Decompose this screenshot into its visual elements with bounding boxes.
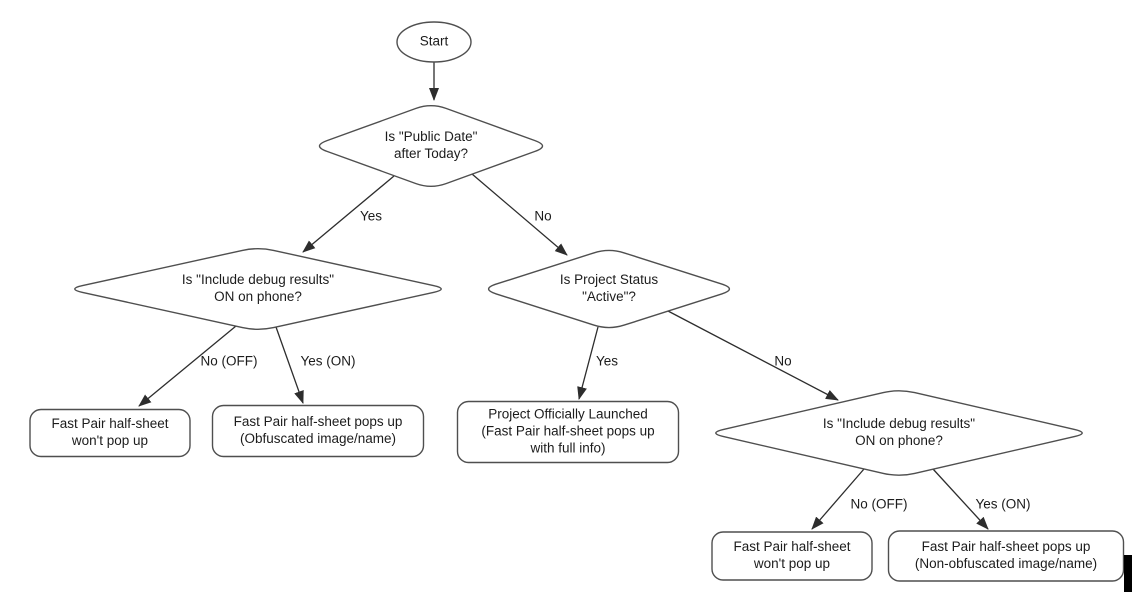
outcome-officially-launched-line-2: with full info): [529, 441, 605, 456]
outcome-non-obfuscated-popup-line-1: (Non-obfuscated image/name): [915, 556, 1097, 571]
outcome-non-obfuscated-popup: Fast Pair half-sheet pops up (Non-obfusca…: [887, 530, 1125, 582]
outcome-non-obfuscated-popup-shape: [887, 530, 1125, 582]
outcome-obfuscated-popup-shape: [211, 404, 425, 458]
outcome-officially-launched-label: Project Officially Launched (Fast Pair ha…: [481, 407, 654, 456]
decision-debug-results-right-line-0: Is "Include debug results": [823, 416, 975, 431]
start-node: Start: [396, 21, 472, 63]
edge-debug-right-no-off-line: [811, 468, 865, 530]
decision-debug-results-left-line-1: ON on phone?: [214, 289, 302, 304]
edge-debug-right-no-off-label: No (OFF): [851, 497, 908, 512]
outcome-officially-launched: Project Officially Launched (Fast Pair ha…: [456, 400, 680, 464]
decision-debug-results-left-label: Is "Include debug results" ON on phone?: [182, 272, 334, 304]
outcome-no-popup-left-label: Fast Pair half-sheet won't pop up: [51, 416, 168, 448]
decision-project-status-label: Is Project Status "Active"?: [560, 272, 659, 304]
edge-debug-right-yes-on-label: Yes (ON): [975, 497, 1030, 512]
edge-project-status-no: No: [667, 310, 839, 401]
decision-debug-results-right-label: Is "Include debug results" ON on phone?: [823, 416, 975, 448]
decision-public-date-label: Is "Public Date" after Today?: [385, 129, 478, 161]
edge-debug-right-no-off: No (OFF): [811, 468, 908, 530]
decision-public-date-line-0: Is "Public Date": [385, 129, 478, 144]
edge-public-date-yes-line: [302, 175, 395, 253]
edge-public-date-no-label: No: [534, 209, 551, 224]
edge-public-date-yes-label: Yes: [360, 209, 382, 224]
edge-public-date-no: No: [471, 173, 568, 256]
decision-debug-results-right-line-1: ON on phone?: [855, 433, 943, 448]
decision-debug-results-left-line-0: Is "Include debug results": [182, 272, 334, 287]
start-node-shape: [396, 21, 472, 63]
outcome-officially-launched-line-1: (Fast Pair half-sheet pops up: [481, 424, 654, 439]
outcome-no-popup-right: Fast Pair half-sheet won't pop up: [711, 531, 873, 581]
outcome-no-popup-left: Fast Pair half-sheet won't pop up: [29, 408, 191, 458]
outcome-obfuscated-popup: Fast Pair half-sheet pops up (Obfuscated …: [211, 404, 425, 458]
edge-project-status-no-label: No: [774, 354, 791, 369]
edge-debug-left-no-off-label: No (OFF): [201, 354, 258, 369]
decision-public-date-line-1: after Today?: [394, 146, 468, 161]
edge-debug-right-yes-on-line: [932, 468, 989, 530]
edge-debug-left-yes-on-line: [275, 326, 304, 404]
edge-debug-left-no-off-line: [138, 325, 237, 407]
edge-project-status-yes-label: Yes: [596, 354, 618, 369]
outcome-officially-launched-shape: [456, 400, 680, 464]
outcome-obfuscated-popup-line-1: (Obfuscated image/name): [240, 431, 396, 446]
text-cursor: [1124, 555, 1132, 592]
outcome-obfuscated-popup-label: Fast Pair half-sheet pops up (Obfuscated …: [234, 414, 403, 446]
edge-debug-left-yes-on: Yes (ON): [275, 326, 356, 404]
outcome-no-popup-right-line-1: won't pop up: [753, 556, 830, 571]
outcome-officially-launched-line-0: Project Officially Launched: [488, 407, 648, 422]
decision-project-status-line-0: Is Project Status: [560, 272, 659, 287]
edge-project-status-yes-line: [577, 326, 599, 400]
edge-debug-left-yes-on-label: Yes (ON): [300, 354, 355, 369]
edge-project-status-no-line: [667, 310, 839, 401]
decision-project-status-line-1: "Active"?: [582, 289, 636, 304]
decision-public-date: Is "Public Date" after Today?: [318, 105, 544, 187]
outcome-no-popup-left-shape: [29, 408, 191, 458]
edge-project-status-yes: Yes: [577, 326, 618, 400]
outcome-non-obfuscated-popup-label: Fast Pair half-sheet pops up (Non-obfusca…: [915, 539, 1097, 571]
decision-project-status-shape: [487, 249, 731, 329]
edge-debug-left-no-off: No (OFF): [138, 325, 258, 407]
edge-public-date-yes: Yes: [302, 175, 395, 253]
edge-debug-right-yes-on: Yes (ON): [932, 468, 1031, 530]
decision-debug-results-right: Is "Include debug results" ON on phone?: [715, 390, 1083, 476]
start-node-line-0: Start: [420, 34, 449, 49]
outcome-non-obfuscated-popup-line-0: Fast Pair half-sheet pops up: [922, 539, 1091, 554]
decision-debug-results-left: Is "Include debug results" ON on phone?: [74, 248, 442, 330]
start-node-label: Start: [420, 34, 449, 49]
decision-debug-results-right-shape: [715, 390, 1083, 476]
outcome-no-popup-left-line-1: won't pop up: [71, 433, 148, 448]
outcome-obfuscated-popup-line-0: Fast Pair half-sheet pops up: [234, 414, 403, 429]
decision-public-date-shape: [318, 105, 544, 187]
decision-project-status: Is Project Status "Active"?: [487, 249, 731, 329]
outcome-no-popup-right-line-0: Fast Pair half-sheet: [733, 539, 850, 554]
decision-debug-results-left-shape: [74, 248, 442, 330]
outcome-no-popup-left-line-0: Fast Pair half-sheet: [51, 416, 168, 431]
outcome-no-popup-right-label: Fast Pair half-sheet won't pop up: [733, 539, 850, 571]
edge-public-date-no-line: [471, 173, 568, 256]
outcome-no-popup-right-shape: [711, 531, 873, 581]
